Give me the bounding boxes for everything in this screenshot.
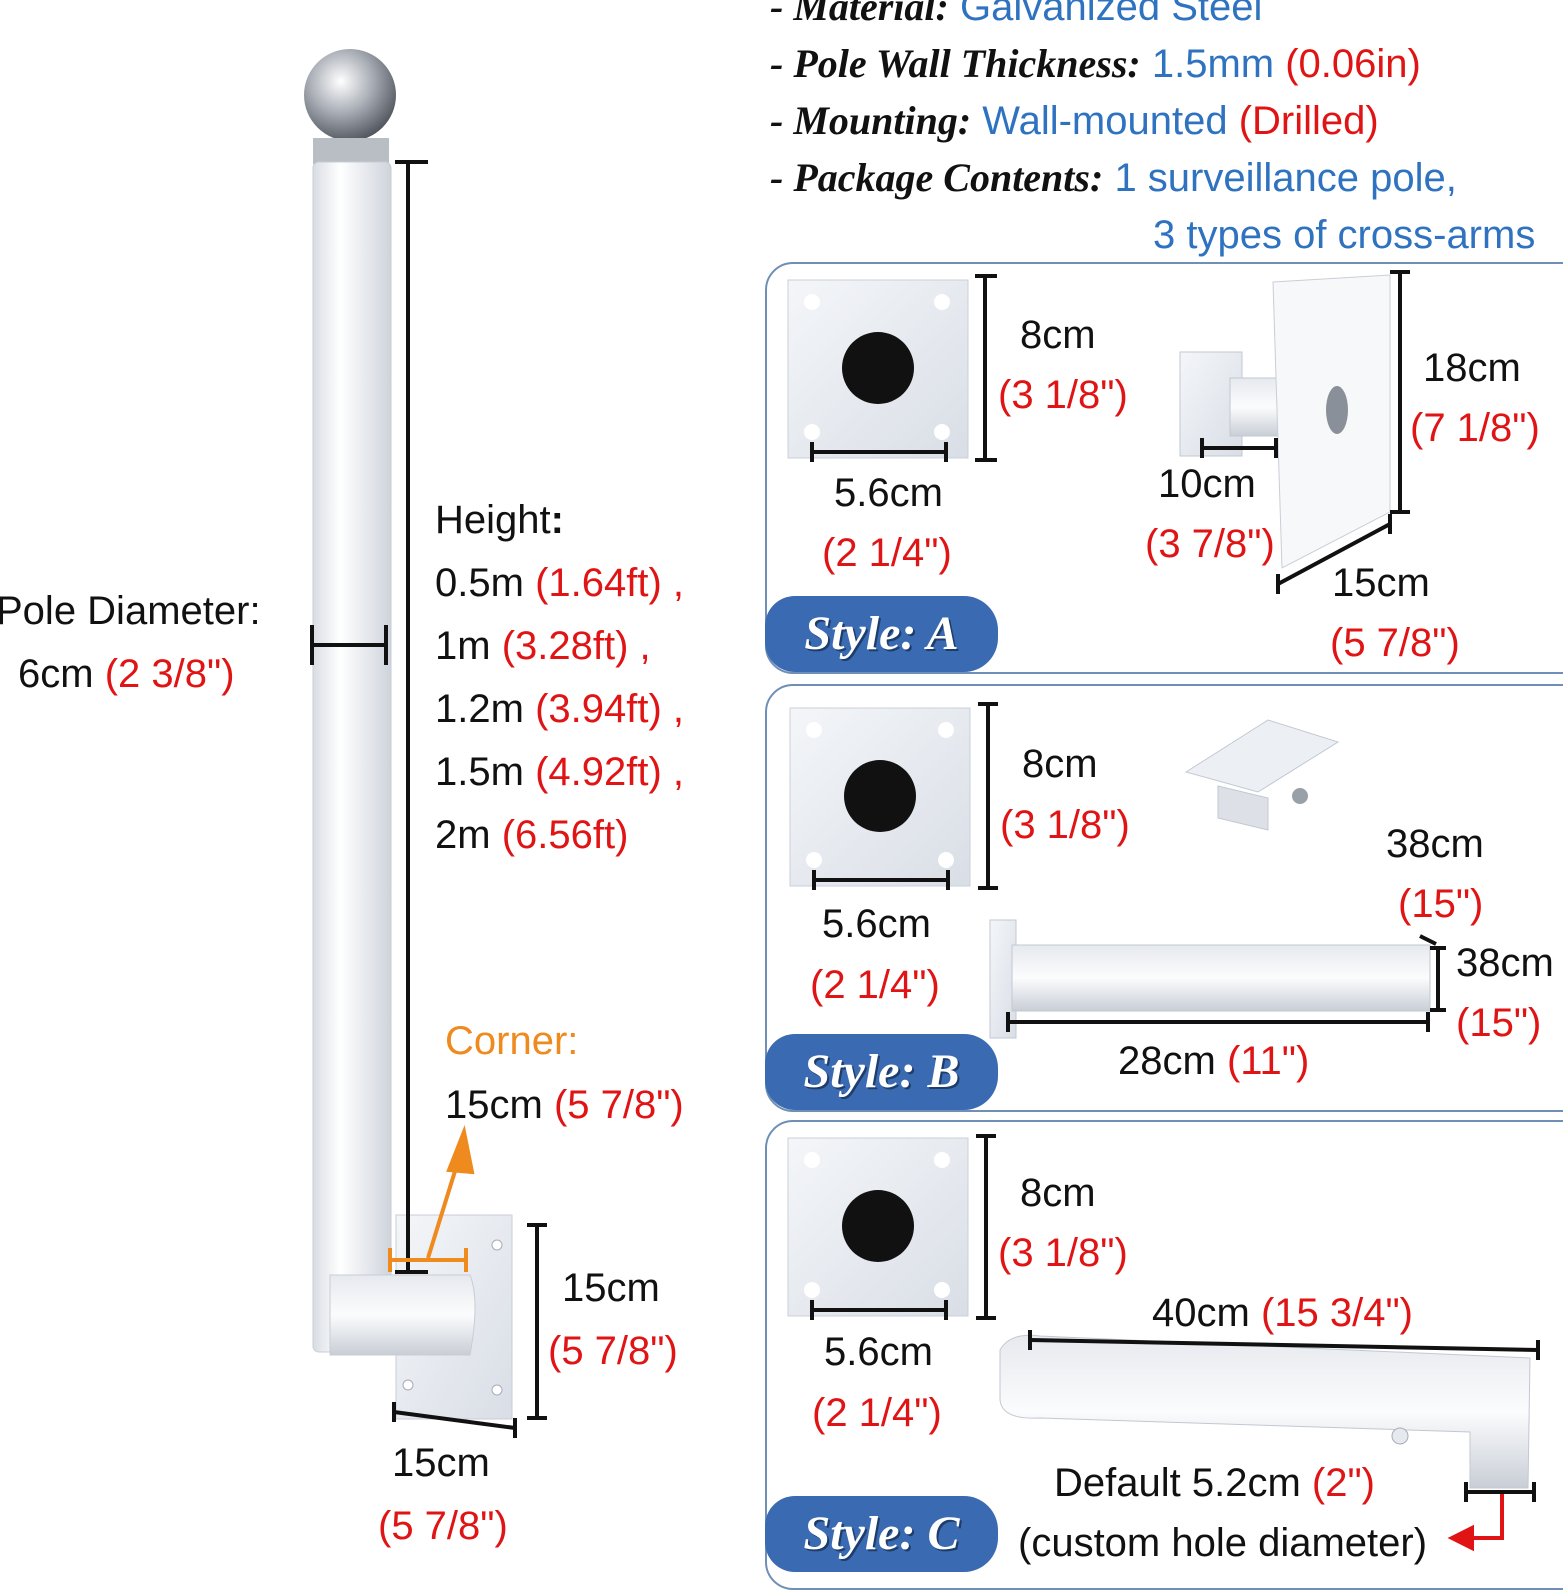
style-a-arm-length-imperial: (3 7/8") [1145,522,1275,566]
base-height-imperial: (5 7/8") [548,1329,678,1373]
pole-diameter-value: 6cm (2 3/8") [18,652,235,696]
style-b-graphics [789,707,1431,1039]
base-height-metric: 15cm [562,1266,660,1310]
style-a-plate-big-width-imperial: (5 7/8") [1330,621,1460,665]
style-c-arm-length: 40cm (15 3/4") [1152,1291,1413,1335]
style-a-badge: Style: A [765,596,998,672]
spec-contents-line2: 3 types of cross-arms [1153,213,1536,257]
style-a-arm-length: 10cm [1158,462,1256,506]
style-c-badge: Style: C [765,1496,998,1572]
style-c-plate-height-imperial: (3 1/8") [998,1231,1128,1275]
finial-ball [304,49,396,141]
height-option: 1.2m (3.94ft) , [435,687,685,731]
spec-contents: - Package Contents: 1 surveillance pole, [770,155,1457,200]
style-a-plate-width: 5.6cm [834,471,943,515]
style-b-top-dimension-imperial: (15") [1398,882,1484,926]
corner-label: Corner: [445,1019,579,1063]
spec-mounting: - Mounting: Wall-mounted (Drilled) [770,98,1379,143]
style-c-graphics [787,1137,1531,1489]
corner-dimension [388,1124,475,1272]
style-a-plate-big-width: 15cm [1332,561,1430,605]
style-a-graphics [787,274,1391,569]
style-b-dimensions [812,702,1446,1032]
style-b-plate-height-imperial: (3 1/8") [1000,803,1130,847]
height-option: 0.5m (1.64ft) , [435,561,685,605]
style-a-plate-width-imperial: (2 1/4") [822,531,952,575]
style-a-plate-big-height: 18cm [1423,346,1521,390]
spec-material: - Material: Galvanized Steel [770,0,1263,29]
style-c-plate-width-imperial: (2 1/4") [812,1391,942,1435]
base-width-imperial: (5 7/8") [378,1504,508,1548]
height-option: 2m (6.56ft) [435,813,629,857]
style-c-plate-height: 8cm [1020,1171,1096,1215]
style-b-arm-length: 28cm (11") [1118,1039,1310,1083]
style-b-badge: Style: B [765,1034,998,1110]
style-a-plate-height-imperial: (3 1/8") [998,373,1128,417]
main-pole [304,49,513,1420]
height-option: 1m (3.28ft) , [435,624,651,668]
style-b-side-dimension: 38cm [1456,941,1554,985]
pole-dimensions [310,160,547,1438]
corner-value: 15cm (5 7/8") [445,1083,684,1127]
height-label: Height: [435,498,564,542]
style-a-panel [765,262,1563,674]
style-b-top-dimension: 38cm [1386,822,1484,866]
style-b-side-dimension-imperial: (15") [1456,1001,1542,1045]
style-a-plate-big-height-imperial: (7 1/8") [1410,406,1540,450]
finial-collar [313,138,389,164]
style-c-plate-width: 5.6cm [824,1330,933,1374]
elbow [329,1274,476,1356]
style-c-hole-diameter: Default 5.2cm (2") [1054,1461,1375,1505]
style-b-plate-width: 5.6cm [822,902,931,946]
pole-diameter-label: Pole Diameter: [0,589,261,633]
style-a-dimensions [810,270,1410,594]
hole-pointer-arrow [1447,1494,1504,1552]
style-b-panel [765,684,1563,1112]
pole-tube [312,161,392,1353]
height-option: 1.5m (4.92ft) , [435,750,685,794]
style-c-hole-note: (custom hole diameter) [1018,1521,1428,1565]
style-b-plate-width-imperial: (2 1/4") [810,963,940,1007]
style-a-plate-height: 8cm [1020,313,1096,357]
base-width-metric: 15cm [392,1441,490,1485]
style-b-plate-height: 8cm [1022,742,1098,786]
spec-thickness: - Pole Wall Thickness: 1.5mm (0.06in) [770,41,1421,86]
style-c-dimensions [810,1134,1540,1502]
